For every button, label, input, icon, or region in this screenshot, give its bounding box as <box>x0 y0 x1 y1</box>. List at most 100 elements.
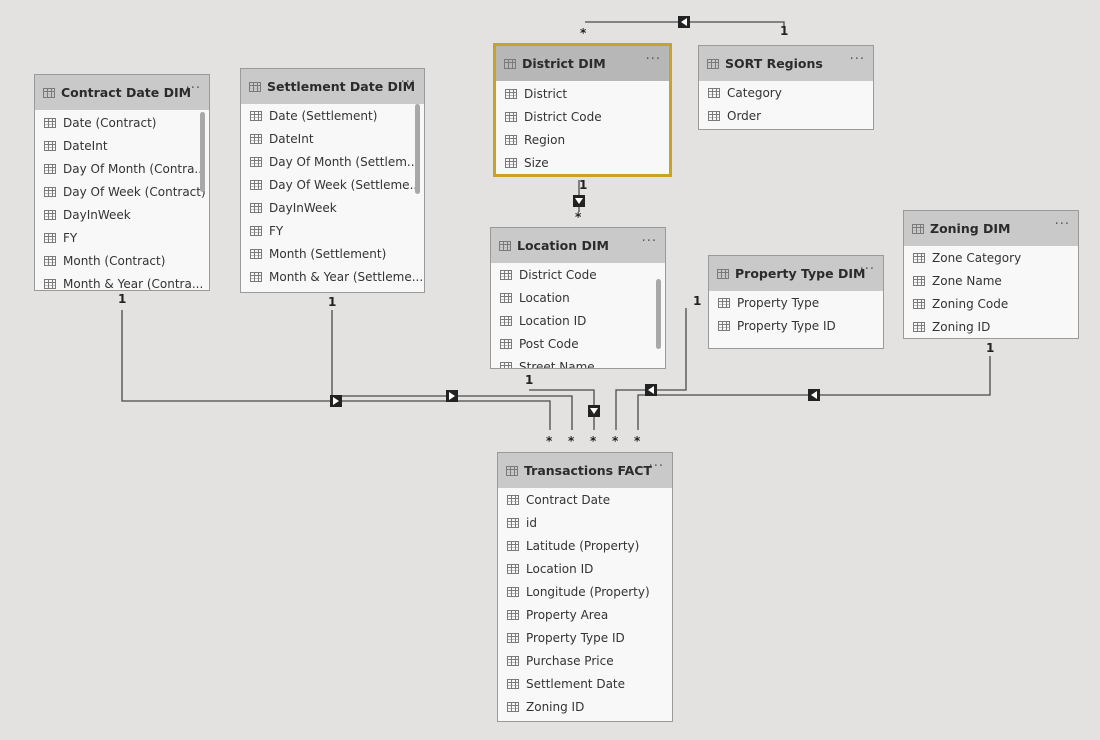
field-item[interactable]: Purchase Price <box>498 649 672 672</box>
field-item[interactable]: Date (Contract) <box>35 111 209 134</box>
column-icon <box>505 88 517 99</box>
field-label: Street Name <box>519 359 595 369</box>
column-icon <box>913 252 925 263</box>
field-item[interactable]: Zoning ID <box>904 315 1078 338</box>
column-icon <box>250 271 262 282</box>
scrollbar[interactable] <box>415 104 420 194</box>
field-label: Day Of Month (Settlem... <box>269 154 419 169</box>
field-item[interactable]: Property Area <box>498 603 672 626</box>
filter-direction-left-icon[interactable] <box>678 16 690 28</box>
field-item[interactable]: Location ID <box>498 557 672 580</box>
column-icon <box>507 609 519 620</box>
field-item[interactable]: Day Of Week (Contract) <box>35 180 209 203</box>
table-header[interactable]: Location DIM ··· <box>491 228 665 263</box>
more-options-icon[interactable]: ··· <box>400 75 416 90</box>
field-label: DayInWeek <box>269 200 337 215</box>
column-icon <box>44 232 56 243</box>
table-title: Settlement Date DIM <box>267 79 416 94</box>
filter-direction-down-icon[interactable] <box>588 405 600 417</box>
field-item[interactable]: Category <box>699 81 873 104</box>
table-contract-date-dim[interactable]: Contract Date DIM ··· Date (Contract) Da… <box>34 74 210 291</box>
field-item[interactable]: FY <box>241 219 424 242</box>
field-item[interactable]: DayInWeek <box>241 196 424 219</box>
cardinality-one: 1 <box>525 373 534 387</box>
field-item[interactable]: Location <box>491 286 665 309</box>
cardinality-many: * <box>575 210 582 224</box>
more-options-icon[interactable]: ··· <box>859 262 875 277</box>
field-item[interactable]: Date (Settlement) <box>241 104 424 127</box>
field-item[interactable]: Month & Year (Settleme... <box>241 265 424 288</box>
field-label: Location ID <box>526 561 594 576</box>
more-options-icon[interactable]: ··· <box>185 81 201 96</box>
table-location-dim[interactable]: Location DIM ··· District Code Location … <box>490 227 666 369</box>
table-transactions-fact[interactable]: Transactions FACT ··· Contract Date id L… <box>497 452 673 722</box>
field-item[interactable]: District Code <box>491 263 665 286</box>
field-item[interactable]: Property Type ID <box>709 314 883 337</box>
field-item[interactable]: DayInWeek <box>35 203 209 226</box>
field-item[interactable]: FY <box>35 226 209 249</box>
field-item[interactable]: Order <box>699 104 873 127</box>
field-item[interactable]: Zone Category <box>904 246 1078 269</box>
column-icon <box>250 248 262 259</box>
field-item[interactable]: District Code <box>496 105 669 128</box>
table-header[interactable]: Zoning DIM ··· <box>904 211 1078 246</box>
column-icon <box>44 209 56 220</box>
field-item[interactable]: Zoning ID <box>498 695 672 718</box>
field-item[interactable]: Month & Year (Contra... <box>35 272 209 290</box>
field-item[interactable]: Post Code <box>491 332 665 355</box>
field-item[interactable]: Day Of Month (Contra... <box>35 157 209 180</box>
filter-direction-right-icon[interactable] <box>446 390 458 402</box>
table-header[interactable]: SORT Regions ··· <box>699 46 873 81</box>
filter-direction-right-icon[interactable] <box>330 395 342 407</box>
field-item[interactable]: Size <box>496 151 669 174</box>
field-item[interactable]: DateInt <box>241 127 424 150</box>
field-label: DayInWeek <box>63 207 131 222</box>
cardinality-many: * <box>546 434 553 448</box>
field-item[interactable]: Day Of Week (Settleme... <box>241 173 424 196</box>
filter-direction-left-icon[interactable] <box>645 384 657 396</box>
field-item[interactable]: DateInt <box>35 134 209 157</box>
field-item[interactable]: Zone Name <box>904 269 1078 292</box>
field-label: Purchase Price <box>526 653 614 668</box>
table-header[interactable]: Contract Date DIM ··· <box>35 75 209 110</box>
table-settlement-date-dim[interactable]: Settlement Date DIM ··· Date (Settlement… <box>240 68 425 293</box>
field-item[interactable]: id <box>498 511 672 534</box>
more-options-icon[interactable]: ··· <box>1054 217 1070 232</box>
field-list: Category Order <box>699 81 873 127</box>
field-item[interactable]: Region <box>496 128 669 151</box>
field-item[interactable]: Longitude (Property) <box>498 580 672 603</box>
table-district-dim[interactable]: District DIM ··· District District Code … <box>493 43 672 177</box>
field-item[interactable]: Day Of Month (Settlem... <box>241 150 424 173</box>
field-item[interactable]: Settlement Date <box>498 672 672 695</box>
field-item[interactable]: Contract Date <box>498 488 672 511</box>
field-item[interactable]: Location ID <box>491 309 665 332</box>
field-item[interactable]: District <box>496 82 669 105</box>
filter-direction-down-icon[interactable] <box>573 195 585 207</box>
table-property-type-dim[interactable]: Property Type DIM ··· Property Type Prop… <box>708 255 884 349</box>
field-item[interactable]: Zoning Code <box>904 292 1078 315</box>
field-label: Day Of Month (Contra... <box>63 161 206 176</box>
field-item[interactable]: Property Type ID <box>498 626 672 649</box>
column-icon <box>44 163 56 174</box>
field-item[interactable]: Latitude (Property) <box>498 534 672 557</box>
column-icon <box>500 338 512 349</box>
field-list: District District Code Region Size <box>496 81 669 174</box>
more-options-icon[interactable]: ··· <box>648 459 664 474</box>
field-item[interactable]: Month (Settlement) <box>241 242 424 265</box>
table-sort-regions[interactable]: SORT Regions ··· Category Order <box>698 45 874 130</box>
table-header[interactable]: Settlement Date DIM ··· <box>241 69 424 104</box>
field-item[interactable]: Property Type <box>709 291 883 314</box>
table-zoning-dim[interactable]: Zoning DIM ··· Zone Category Zone Name Z… <box>903 210 1079 339</box>
field-item[interactable]: Month (Contract) <box>35 249 209 272</box>
field-item[interactable]: Street Name <box>491 355 665 369</box>
scrollbar[interactable] <box>656 279 661 349</box>
more-options-icon[interactable]: ··· <box>849 52 865 67</box>
scrollbar[interactable] <box>200 112 205 192</box>
filter-direction-left-icon[interactable] <box>808 389 820 401</box>
more-options-icon[interactable]: ··· <box>641 234 657 249</box>
table-header[interactable]: Property Type DIM ··· <box>709 256 883 291</box>
table-title: Zoning DIM <box>930 221 1011 236</box>
table-header[interactable]: District DIM ··· <box>496 46 669 81</box>
more-options-icon[interactable]: ··· <box>645 52 661 67</box>
table-header[interactable]: Transactions FACT ··· <box>498 453 672 488</box>
